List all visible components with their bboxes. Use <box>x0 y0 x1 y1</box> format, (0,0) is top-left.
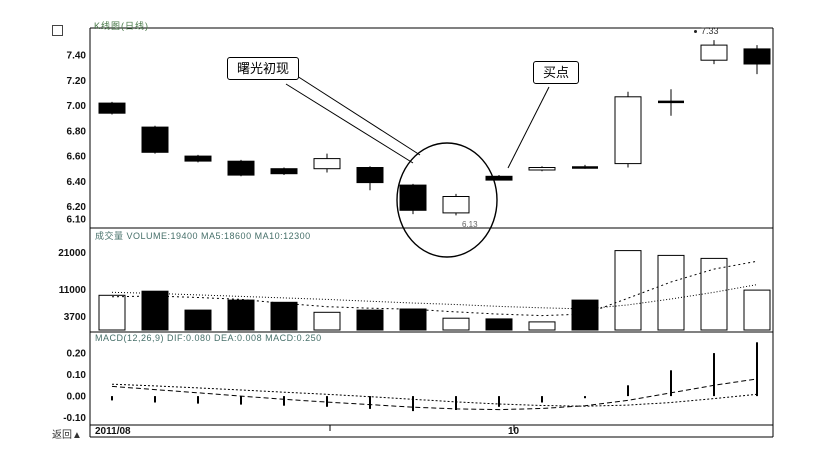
bottom-left-tab[interactable]: 返回▲ <box>52 430 82 441</box>
svg-text:6.40: 6.40 <box>67 177 87 188</box>
macd-dif-line <box>111 378 758 411</box>
svg-text:7.20: 7.20 <box>67 76 87 87</box>
chart-frame <box>89 27 774 438</box>
volume-bars-group <box>98 250 771 331</box>
svg-text:6.80: 6.80 <box>67 126 87 137</box>
window-corner-icon <box>52 25 63 36</box>
macd-dea-line <box>111 383 758 407</box>
svg-text:21000: 21000 <box>58 248 86 259</box>
svg-text:6.20: 6.20 <box>67 202 87 213</box>
svg-text:3700: 3700 <box>64 312 87 323</box>
callout-pointer-line <box>507 86 550 169</box>
macd-indicator-text: MACD(12,26,9) DIF:0.080 DEA:0.008 MACD:0… <box>95 333 322 343</box>
callout-pointer-line <box>296 75 421 156</box>
svg-text:-0.10: -0.10 <box>63 413 86 424</box>
svg-text:7.40: 7.40 <box>67 51 87 62</box>
x-axis-date-start: 2011/08 <box>95 426 131 437</box>
last-price-label: 7.33 <box>694 26 719 36</box>
svg-text:0.00: 0.00 <box>67 392 87 403</box>
pattern-callout: 曙光初现 <box>227 57 300 80</box>
pattern-ellipse <box>396 142 498 258</box>
svg-text:6.60: 6.60 <box>67 152 87 163</box>
volume-indicator-text: 成交量 VOLUME:19400 MA5:18600 MA10:12300 <box>95 231 311 241</box>
callout-pointer-line <box>285 83 414 164</box>
candles-group: 6.13 <box>98 40 771 229</box>
last-price-value: 7.33 <box>701 26 719 36</box>
svg-text:7.00: 7.00 <box>67 101 87 112</box>
svg-text:6.10: 6.10 <box>67 215 87 226</box>
chart-title: K线图(日线) <box>94 21 149 31</box>
price-dot-icon <box>694 30 697 34</box>
annotation-overlay <box>285 75 550 258</box>
x-axis-date-mid: 10 <box>508 426 520 437</box>
svg-text:11000: 11000 <box>59 285 87 296</box>
y-axis-labels: 7.40 7.20 7.00 6.80 6.60 6.40 6.20 6.10 21000 110… <box>58 51 86 424</box>
svg-text:0.20: 0.20 <box>67 349 87 360</box>
svg-text:0.10: 0.10 <box>67 370 87 381</box>
buy-callout: 买点 <box>533 61 580 84</box>
macd-group <box>111 342 758 412</box>
low-price-marker: 6.13 <box>462 220 478 229</box>
